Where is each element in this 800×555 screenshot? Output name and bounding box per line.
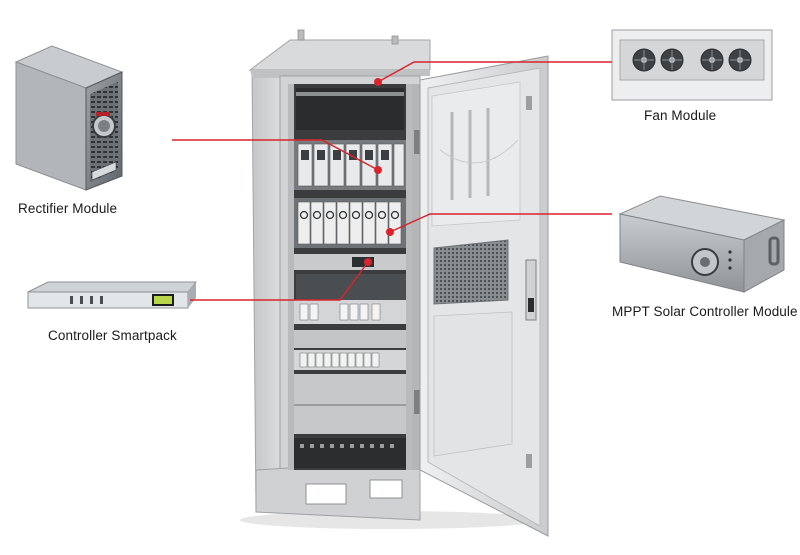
fan-module-label: Fan Module	[644, 108, 717, 123]
callout-rectifier-lower	[389, 213, 612, 233]
outdoor-cabinet	[240, 29, 549, 537]
controller-smartpack-label: Controller Smartpack	[48, 328, 177, 343]
callout-rectifier	[172, 139, 379, 171]
rectifier-module-image	[14, 45, 124, 191]
rectifier-module-label: Rectifier Module	[18, 201, 118, 216]
callout-lines	[172, 61, 612, 301]
controller-smartpack-image	[27, 281, 198, 309]
callout-fan	[377, 61, 612, 83]
mppt-controller-image	[618, 195, 786, 293]
callout-dots	[364, 78, 394, 266]
mppt-solar-controller-label: MPPT Solar Controller Module	[612, 304, 798, 319]
fan-module-image	[611, 29, 773, 101]
callout-controller	[190, 261, 369, 301]
